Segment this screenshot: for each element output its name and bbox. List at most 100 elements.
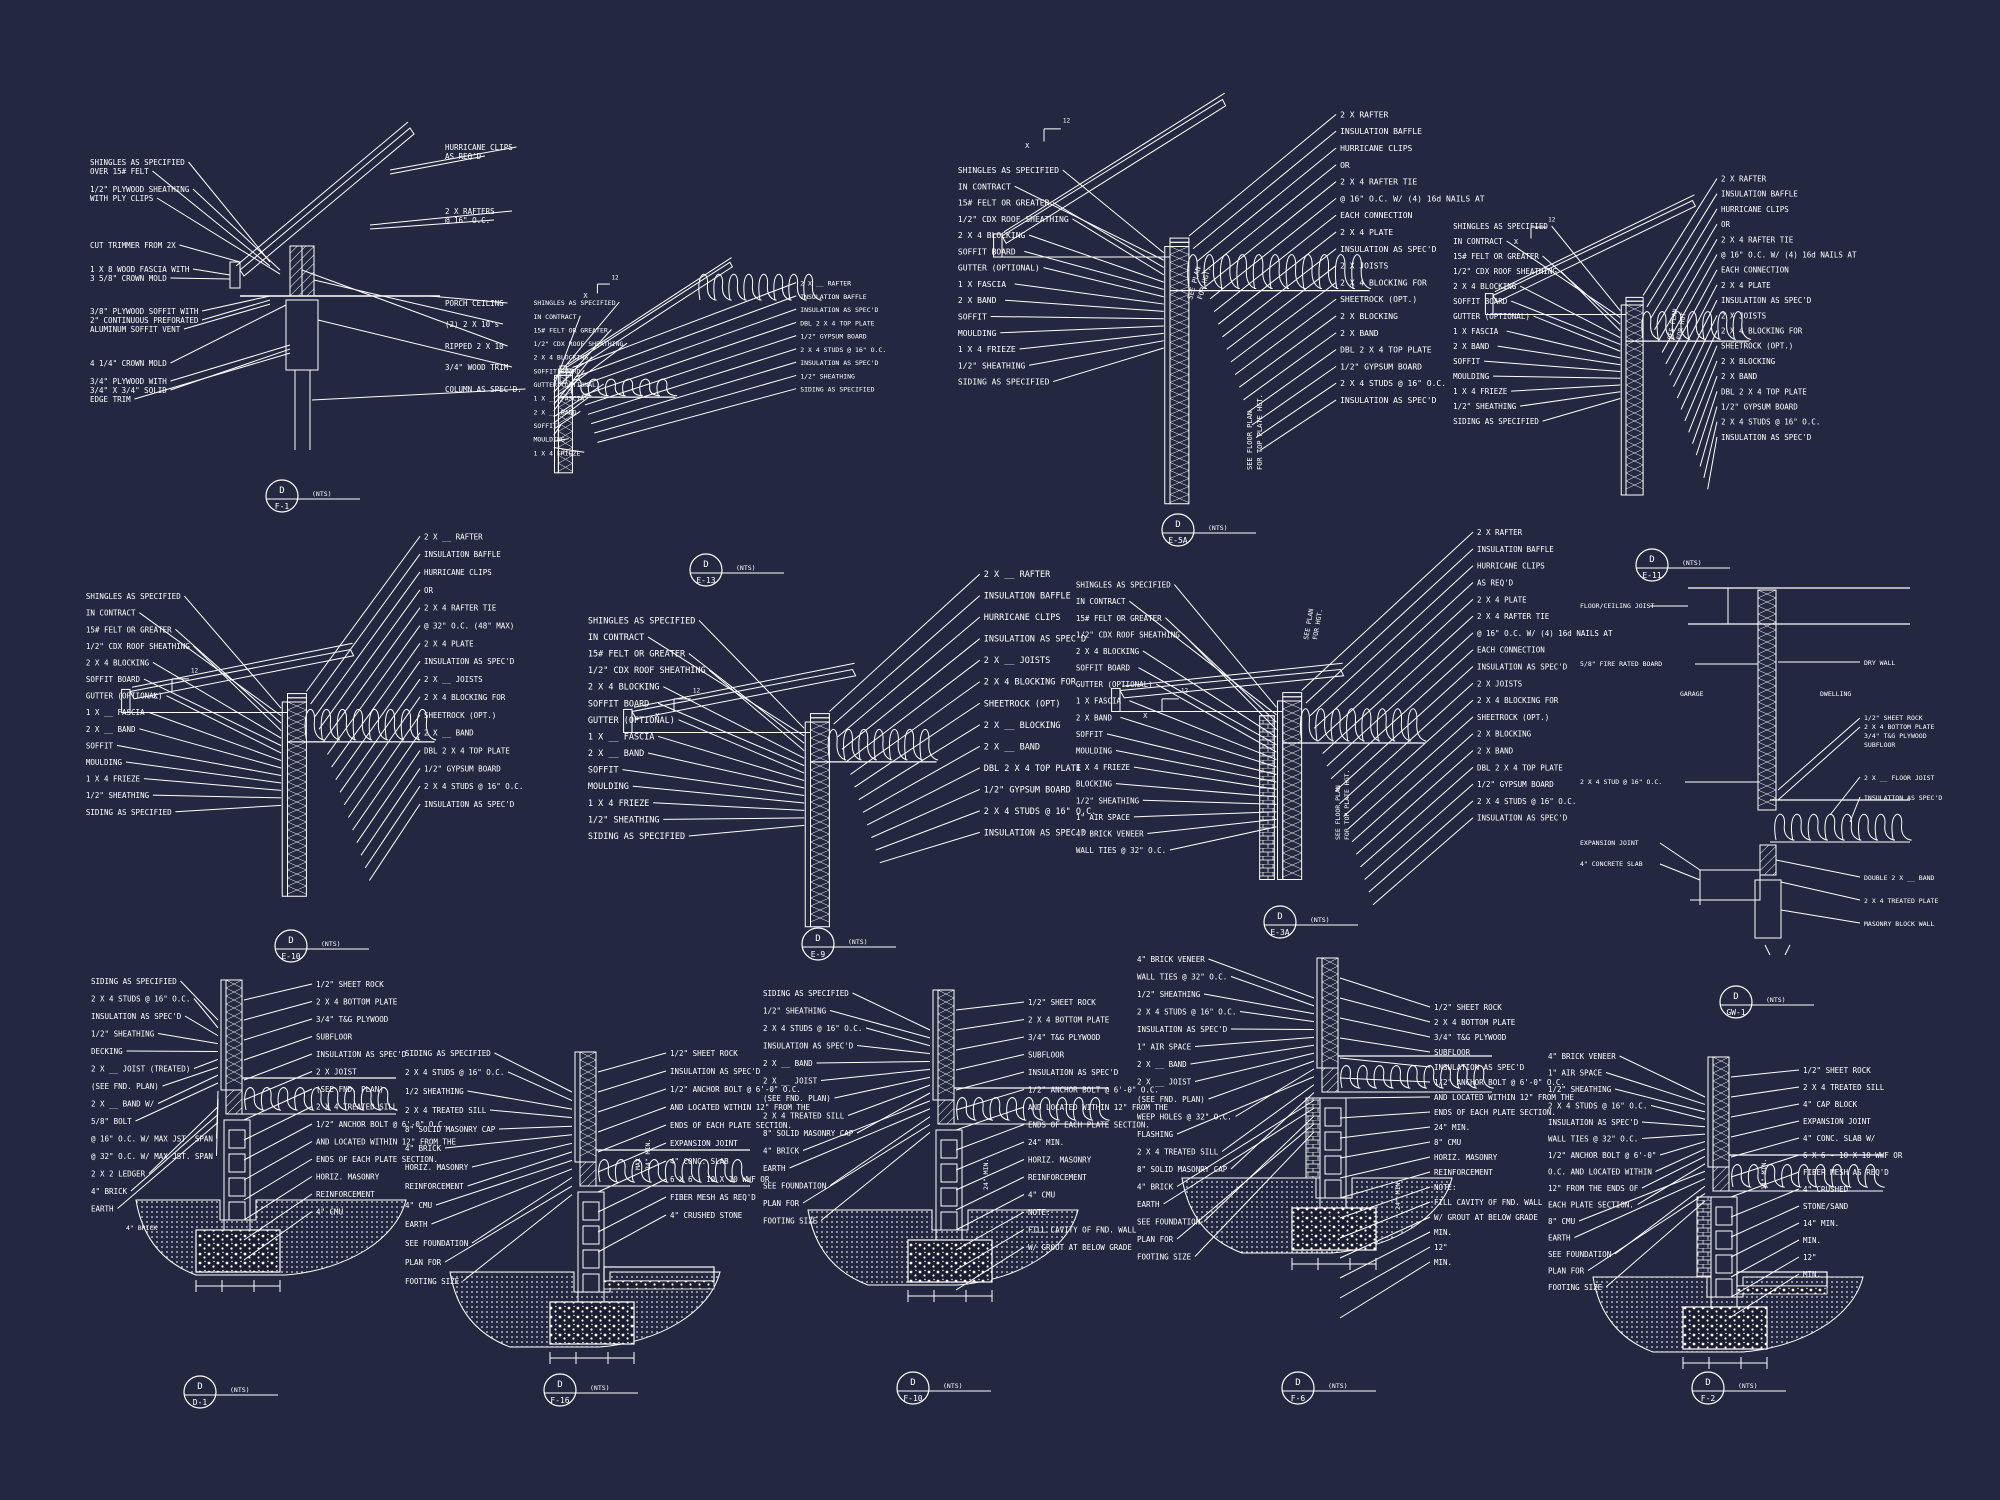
callout-label: SIDING AS SPECIFIED	[91, 977, 177, 986]
break-line	[1764, 944, 1771, 956]
leader-line	[1619, 1055, 1706, 1098]
roof-sheathing	[1003, 92, 1225, 233]
leader-line	[193, 645, 282, 732]
callout-label: @ 16" O.C. W/ MAX JST. SPAN	[91, 1135, 213, 1144]
leader-line	[243, 1211, 313, 1261]
leader-line	[1208, 1060, 1315, 1100]
callout-label: SHINGLES AS SPECIFIED	[533, 299, 615, 307]
callout-label: IN CONTRACT	[1453, 237, 1503, 246]
callout-label: 1" AIR SPACE	[1137, 1043, 1192, 1052]
leader-line	[369, 219, 495, 230]
leader-line	[1230, 281, 1337, 363]
leader-line	[990, 315, 1164, 320]
wall-sheathing	[932, 989, 939, 1101]
leader-line	[313, 279, 504, 325]
leader-line	[193, 998, 219, 1029]
leader-line	[1156, 683, 1277, 753]
callout-label: 2 X 4 PLATE	[424, 639, 474, 648]
callout-label: 2 X 4 TREATED SILL	[1803, 1083, 1885, 1092]
callout-label: 2 X 4 TREATED SILL	[1137, 1148, 1219, 1157]
leader-line	[1497, 345, 1621, 366]
leader-line	[139, 612, 282, 717]
callout-label: 2 X __ JOIST	[763, 1077, 818, 1086]
leader-line	[170, 277, 231, 280]
callout-label: 1/2" SHEET ROCK	[316, 980, 384, 989]
callout-label: 4" BRICK VENEER	[1076, 829, 1144, 838]
leader-line	[1190, 1044, 1315, 1065]
insulation-batt	[570, 378, 678, 397]
leader-line	[368, 803, 421, 881]
slope-12: 12	[693, 688, 701, 695]
leader-line	[1339, 1111, 1431, 1119]
callout-label: 1/2" SHEET ROCK	[1028, 998, 1096, 1007]
callout-label: INSULATION AS SPEC'D	[1137, 1025, 1228, 1034]
leader-line	[1334, 666, 1474, 792]
callout-label: 1/2" SHEATHING	[588, 815, 660, 825]
callout-label: 1/2" GYPSUM BOARD	[984, 785, 1071, 795]
leader-line	[1318, 598, 1474, 742]
callout-label: 2 X __ RAFTER	[424, 532, 483, 541]
detail-tag-code: D	[557, 1380, 562, 1390]
callout-label: GUTTER (OPTIONAL)	[588, 716, 675, 726]
callout-label: SHINGLES AS SPECIFIED	[588, 616, 695, 626]
detail-tag-code: D	[288, 936, 293, 946]
cmu-cell	[1324, 1107, 1342, 1127]
leader-line	[1650, 208, 1718, 319]
top-plate	[1282, 696, 1303, 702]
leader-line	[871, 788, 980, 838]
leader-line	[243, 1088, 313, 1121]
roof-sheathing	[567, 257, 732, 365]
callout-label: INSULATION AS SPEC'D	[1477, 814, 1568, 823]
callout-label: 2 X 4 PLATE	[1721, 281, 1771, 290]
callout-label: 2 X 4 STUD @ 16" O.C.	[1580, 778, 1662, 786]
callout-label: 1/2" CDX ROOF SHEATHING	[588, 666, 706, 676]
callout-label: OR	[424, 586, 434, 595]
callout-label: FLASHING	[1137, 1130, 1174, 1139]
leader-line	[170, 304, 287, 364]
leader-line	[1339, 977, 1431, 1008]
callout-label: 2 X 4 PLATE	[1340, 228, 1393, 237]
leader-line	[1730, 1120, 1800, 1138]
callout-label: 3/4" T&G PLYWOOD	[1028, 1033, 1101, 1042]
callout-label: CUT TRIMMER FROM 2X	[90, 241, 176, 250]
leader-line	[148, 711, 282, 762]
leader-line	[1730, 1154, 1800, 1178]
callout-label: 3/4" WOOD TRIM	[445, 363, 509, 372]
leader-line	[317, 319, 513, 368]
callout-label: GUTTER (OPTIONAL)	[1076, 680, 1153, 689]
detail-tag-code: D	[1295, 1378, 1300, 1388]
callout-label: 2 X 4 STUDS @ 16" O.C.	[424, 782, 523, 791]
leader-line	[591, 361, 797, 425]
detail-tag-circle	[896, 1371, 930, 1405]
leader-line	[802, 1100, 931, 1151]
leader-line	[369, 210, 513, 226]
leader-line	[955, 1159, 1025, 1191]
callout-label: 2 X 4 BLOCKING FOR	[1340, 278, 1427, 287]
callout-label: AND LOCATED WITHIN 12" FROM THE	[670, 1103, 810, 1112]
leader-line	[134, 352, 291, 400]
ripped-beam	[289, 245, 303, 297]
wall-sheathing	[1277, 700, 1284, 880]
leader-line	[955, 1001, 1025, 1011]
callout-label: SUBFLOOR	[1434, 1048, 1471, 1057]
leader-line	[1019, 332, 1164, 350]
callout-label: 2 X 4 BLOCKING	[1453, 282, 1517, 291]
callout-label: SHINGLES AS SPECIFIED	[1076, 581, 1171, 590]
stud-wall-x-hatch	[937, 989, 955, 1095]
leader-line	[243, 1158, 313, 1201]
callout-label: SOFFIT BOARD	[588, 699, 649, 709]
callout-label: SIDING AS SPECIFIED	[588, 832, 685, 842]
leader-line	[117, 1121, 219, 1209]
leader-line	[1221, 1084, 1315, 1152]
callout-label: 12"	[1803, 1253, 1817, 1262]
callout-label: 2 X __ BAND	[984, 742, 1040, 752]
callout-label: 1" AIR SPACE	[1076, 813, 1131, 822]
detail-tag-code: D	[910, 1378, 915, 1388]
detail-tag-scale: (NTS)	[943, 1382, 963, 1390]
leader-line	[1062, 169, 1165, 254]
callout-label: 1/2" SHEATHING	[763, 1007, 827, 1016]
plan-note: SEE FLOOR PLAN	[1334, 785, 1342, 840]
callout-label: 1 X FASCIA	[958, 280, 1006, 289]
leader-line	[1646, 193, 1718, 308]
detail-tag-code: D	[279, 486, 284, 496]
